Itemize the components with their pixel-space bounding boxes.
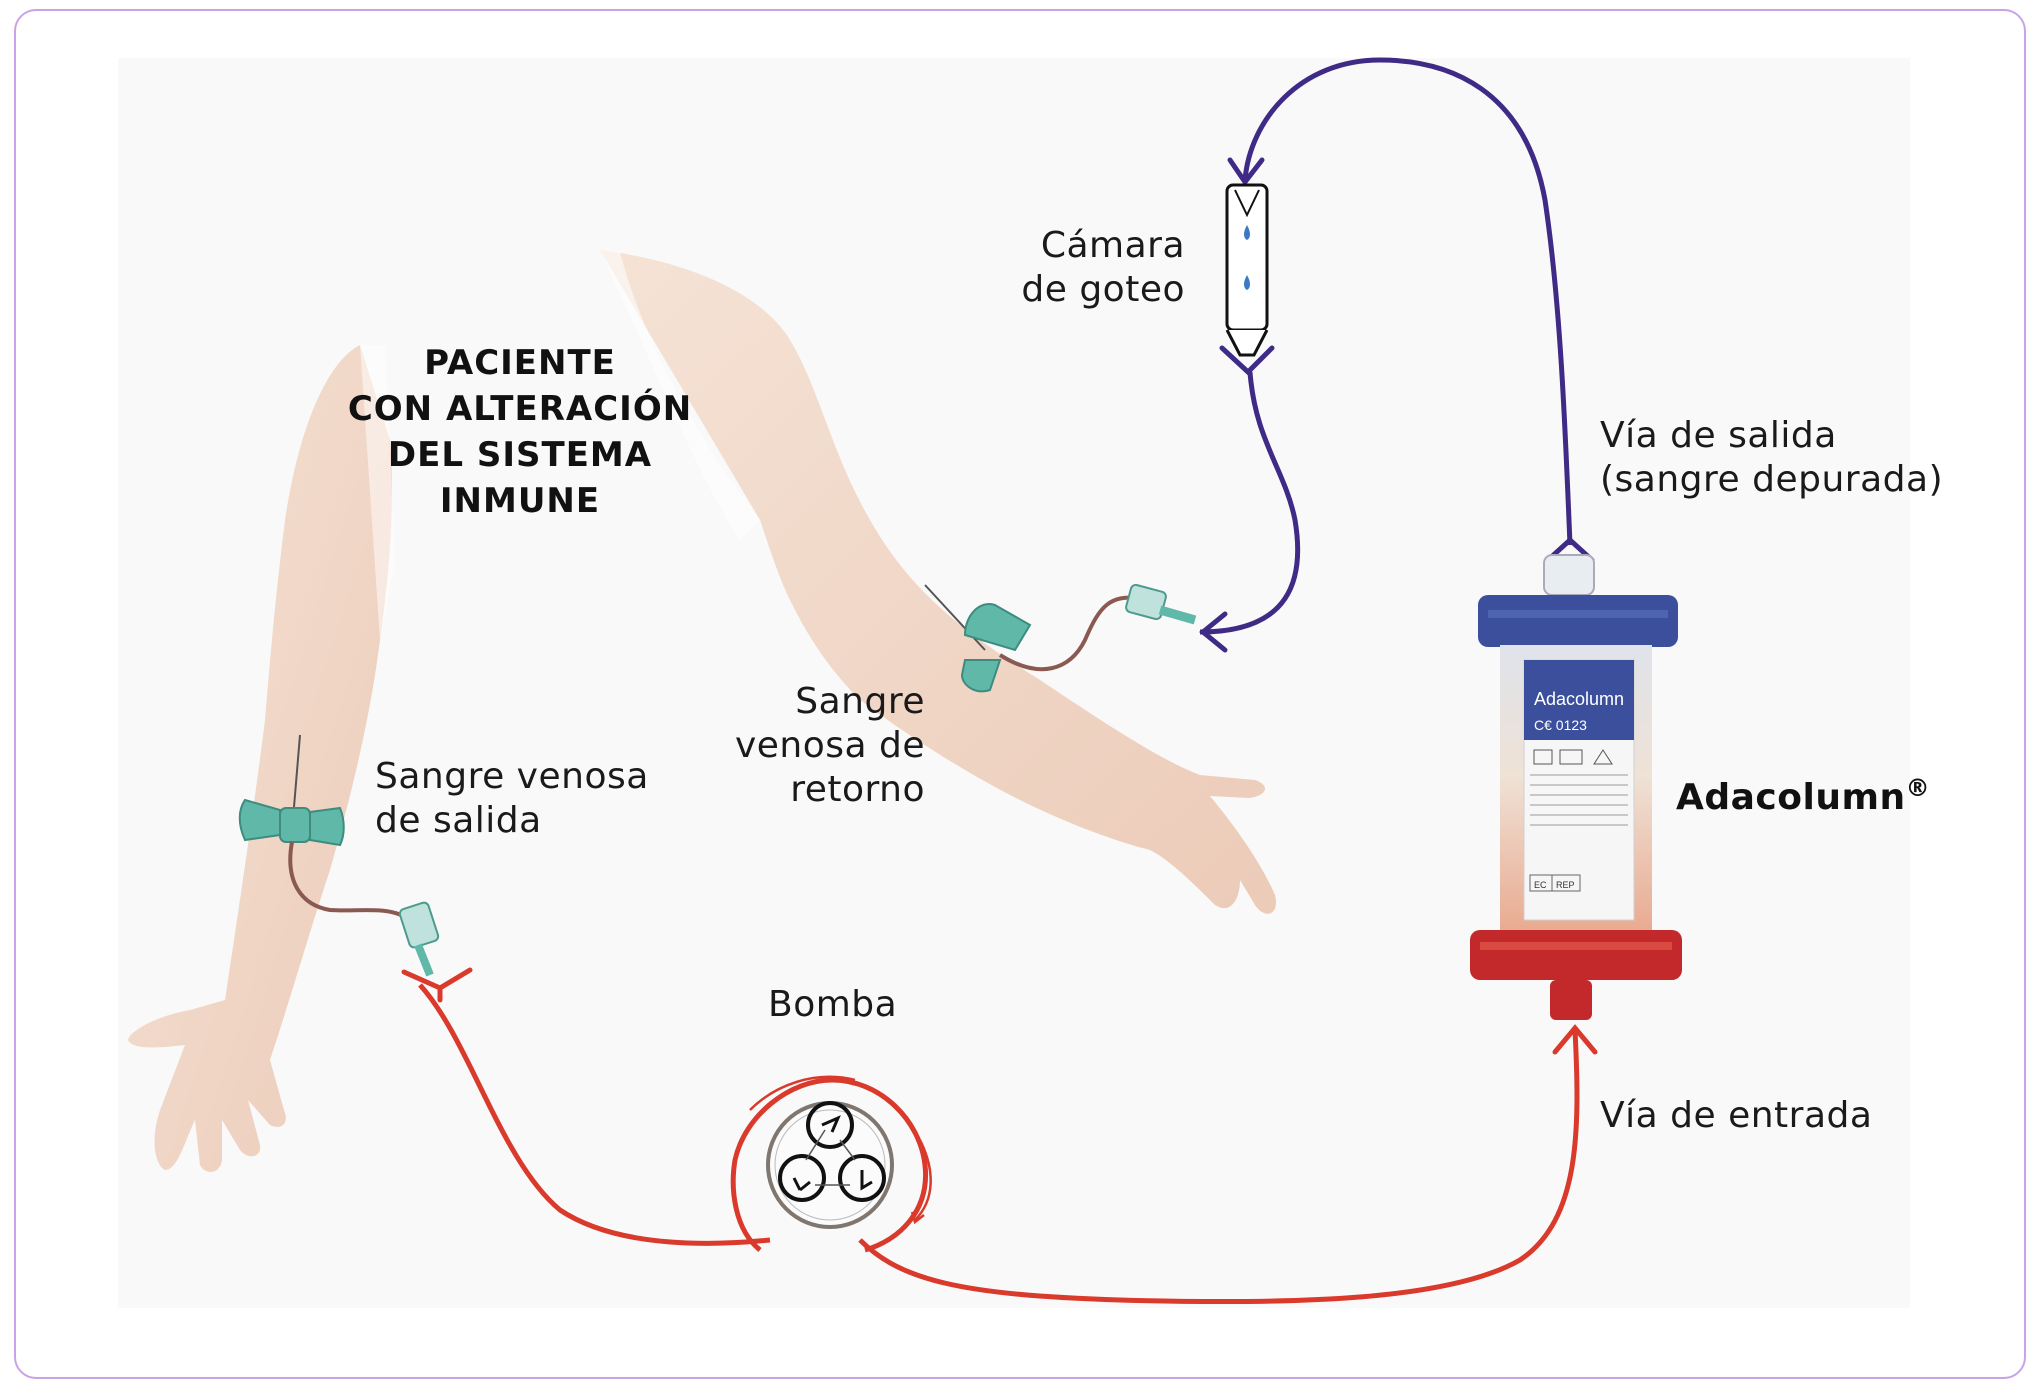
return-line-lower bbox=[1199, 371, 1301, 635]
right-arm-illustration bbox=[600, 250, 1276, 914]
pump-label: Bomba bbox=[768, 984, 898, 1025]
adacolumn-device-icon: Adacolumn C€ 0123 EC REP bbox=[1470, 554, 1682, 1020]
outlet-line-label-line: Vía de salida bbox=[1600, 415, 1837, 456]
column-outlet-connector-icon bbox=[1545, 536, 1595, 563]
column-rep-text: REP bbox=[1556, 880, 1575, 890]
butterfly-needle-icon bbox=[238, 734, 440, 977]
patient-title-line: PACIENTE bbox=[424, 343, 616, 383]
column-ec-text: EC bbox=[1534, 880, 1547, 890]
drip-outlet-connector-icon bbox=[1219, 345, 1275, 376]
left-arm-illustration bbox=[128, 345, 395, 1172]
svg-text:C€ 0123: C€ 0123 bbox=[1534, 717, 1587, 733]
drip-chamber-label-line: Cámara bbox=[1040, 225, 1185, 266]
patient-title-line: INMUNE bbox=[439, 481, 601, 521]
drip-chamber-icon bbox=[1225, 183, 1269, 357]
outflow-blood-label-line: de salida bbox=[375, 800, 542, 841]
outflow-blood-label-line: Sangre venosa bbox=[375, 756, 649, 797]
device-name-text: Adacolumn bbox=[1676, 777, 1906, 818]
butterfly-needle-icon bbox=[924, 583, 1197, 693]
drip-chamber-label: Cámara de goteo bbox=[1020, 224, 1185, 312]
outflow-connector-icon bbox=[401, 967, 473, 1003]
inlet-arrow-icon bbox=[1552, 1024, 1598, 1055]
registered-mark: ® bbox=[1905, 774, 1931, 802]
device-name-label: Adacolumn® bbox=[1676, 774, 1930, 818]
column-brand-text: Adacolumn bbox=[1534, 689, 1624, 709]
return-line-arrow-icon bbox=[1227, 157, 1265, 187]
return-blood-label-line: retorno bbox=[790, 769, 925, 810]
patient-title-line: DEL SISTEMA bbox=[387, 435, 653, 475]
return-blood-label-line: Sangre bbox=[795, 681, 925, 722]
outflow-blood-label: Sangre venosa de salida bbox=[375, 755, 649, 843]
patient-title-line: CON ALTERACIÓN bbox=[347, 389, 693, 429]
return-line bbox=[1242, 57, 1573, 546]
inlet-line bbox=[858, 1029, 1580, 1305]
pump-rotor-icon bbox=[730, 1075, 932, 1253]
return-arrow-icon bbox=[1199, 611, 1228, 653]
drip-chamber-label-line: de goteo bbox=[1021, 269, 1185, 310]
return-blood-label: Sangre venosa de retorno bbox=[720, 680, 925, 812]
inlet-line-label: Vía de entrada bbox=[1600, 1095, 1873, 1136]
outflow-line bbox=[418, 983, 771, 1246]
outlet-line-label: Vía de salida (sangre depurada) bbox=[1600, 414, 1943, 502]
return-blood-label-line: venosa de bbox=[734, 725, 925, 766]
patient-title: PACIENTE CON ALTERACIÓN DEL SISTEMA INMU… bbox=[300, 340, 740, 524]
outlet-line-label-line: (sangre depurada) bbox=[1600, 459, 1944, 500]
